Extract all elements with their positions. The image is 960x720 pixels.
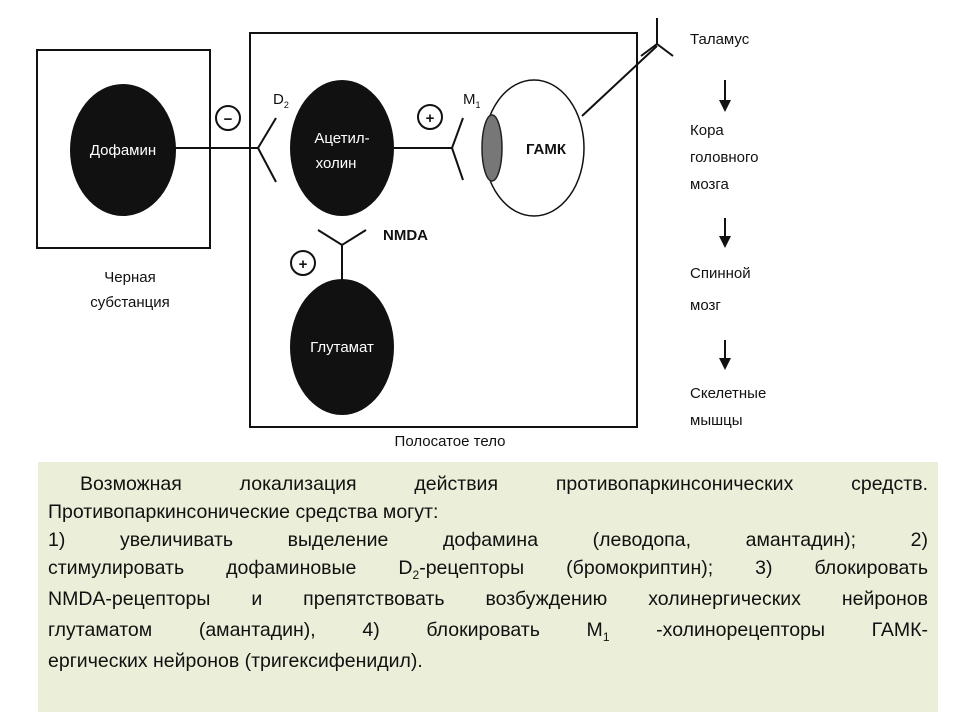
muscles-label-2: мышцы xyxy=(690,412,743,429)
excite-nmda-circle xyxy=(290,250,316,276)
inhibit-sign: − xyxy=(224,111,233,128)
caption-line: ергических нейронов (тригексифенидил). xyxy=(48,650,423,672)
acetylcholine-label-2: холин xyxy=(316,155,357,172)
acetylcholine-label-1: Ацетил- xyxy=(314,130,369,147)
thalamus-terminal xyxy=(640,42,674,57)
basal-ganglia-diagram: Дофамин Ацетил- холин ГАМК Глутамат − + … xyxy=(36,18,766,450)
caption-box: Возможная локализация действия противопа… xyxy=(38,462,938,712)
m1-receptor-site xyxy=(481,114,503,182)
arrow-down-icon xyxy=(719,100,731,112)
arrow-down-icon xyxy=(719,358,731,370)
muscles-label-1: Скелетные xyxy=(690,385,766,402)
m1-label: M1 xyxy=(463,91,481,110)
d2-label: D2 xyxy=(273,91,289,110)
gaba-label: ГАМК xyxy=(526,141,567,158)
glutamate-label: Глутамат xyxy=(310,339,374,356)
excite-m1-sign: + xyxy=(426,110,435,127)
excite-nmda-sign: + xyxy=(299,256,308,273)
gaba-axon xyxy=(581,45,658,117)
acetylcholine-neuron xyxy=(290,80,394,216)
striatum-box xyxy=(249,32,638,428)
m1-receptor xyxy=(450,117,464,181)
dopamine-neuron xyxy=(70,84,176,216)
glutamate-neuron xyxy=(290,279,394,415)
spinal-cord-label-2: мозг xyxy=(690,297,721,314)
cortex-label-2: головного xyxy=(690,149,759,166)
inhibit-sign-circle xyxy=(215,105,241,131)
nmda-receptor xyxy=(317,229,367,247)
caption-line: 1) увеличивать выделение дофамина (левод… xyxy=(48,529,928,551)
arrow-down-icon xyxy=(719,236,731,248)
d2-receptor xyxy=(256,117,277,183)
spinal-cord-label-1: Спинной xyxy=(690,265,751,282)
excite-m1-circle xyxy=(417,104,443,130)
striatum-label: Полосатое тело xyxy=(395,433,506,450)
substantia-nigra-label-1: Черная xyxy=(104,269,155,286)
thalamus-label: Таламус xyxy=(690,31,750,48)
caption-line: стимулировать дофаминовые D2-рецепторы (… xyxy=(48,557,929,582)
cortex-label-3: мозга xyxy=(690,176,730,193)
cortex-label-1: Кора xyxy=(690,122,724,139)
caption-line: глутаматом (амантадин), 4) блокировать M… xyxy=(48,619,928,644)
substantia-nigra-label-2: субстанция xyxy=(90,294,170,311)
caption-line: Противопаркинсонические средства могут: xyxy=(48,501,439,523)
caption-line: NMDA-рецепторы и препятствовать возбужде… xyxy=(48,588,928,610)
caption-line: Возможная локализация действия противопа… xyxy=(80,473,928,495)
nmda-label: NMDA xyxy=(383,227,428,244)
dopamine-label: Дофамин xyxy=(90,142,156,159)
